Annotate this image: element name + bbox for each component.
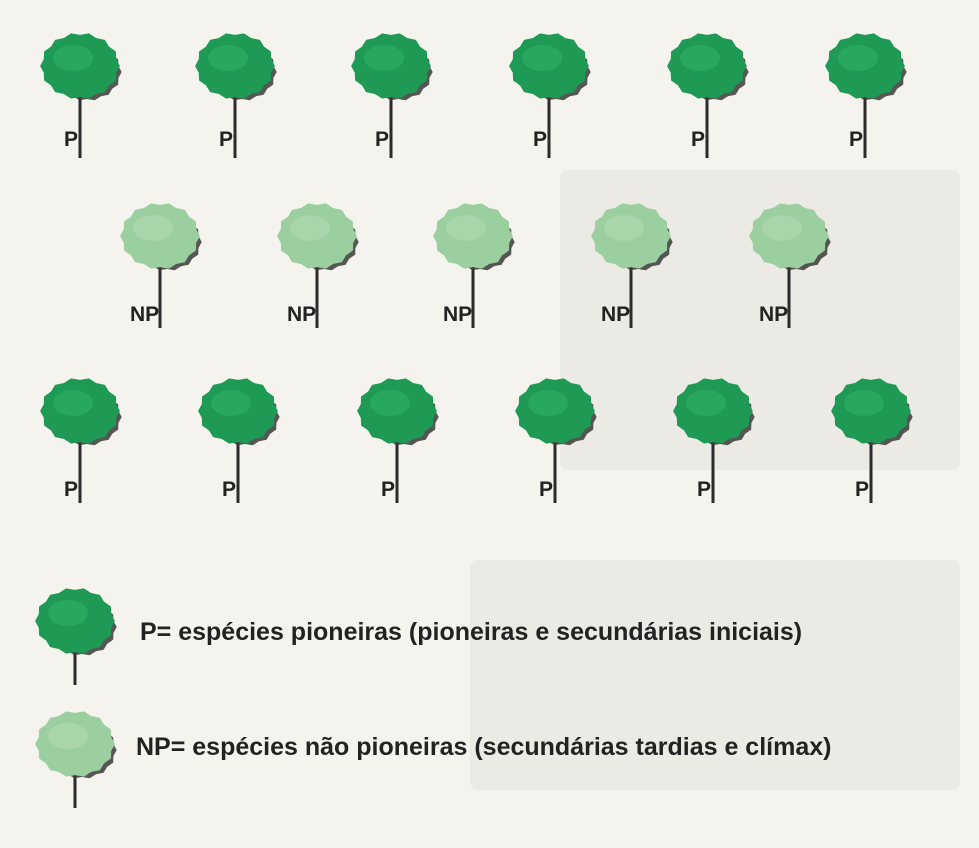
legend-pioneer-text: P= espécies pioneiras (pioneiras e secun…	[140, 618, 803, 646]
tree-non-pioneer: NP	[115, 200, 225, 340]
tree-non-pioneer: NP	[586, 200, 696, 340]
tree-label-pioneer: P	[64, 478, 79, 501]
tree-crown-highlight	[528, 390, 568, 416]
tree-crown-highlight	[604, 215, 644, 241]
tree-crown-highlight	[53, 390, 93, 416]
tree-label-non-pioneer: NP	[601, 303, 631, 326]
tree-crown-highlight	[370, 390, 410, 416]
tree-icon	[673, 378, 755, 503]
tree-crown-highlight	[762, 215, 802, 241]
tree-crown-highlight	[680, 45, 720, 71]
tree-pioneer: P	[346, 30, 456, 170]
tree-icon	[515, 378, 597, 503]
tree-label-non-pioneer: NP	[287, 303, 317, 326]
tree-icon	[591, 203, 673, 328]
tree-crown-highlight	[48, 723, 88, 749]
tree-icon	[433, 203, 515, 328]
tree-crown-highlight	[686, 390, 726, 416]
tree-icon	[35, 588, 117, 685]
tree-icon	[825, 33, 907, 158]
tree-crown-highlight	[522, 45, 562, 71]
tree-pioneer: P	[35, 30, 145, 170]
tree-label-pioneer: P	[381, 478, 396, 501]
tree-icon	[749, 203, 831, 328]
tree-icon	[277, 203, 359, 328]
tree-icon	[357, 378, 439, 503]
tree-label-pioneer: P	[375, 128, 390, 151]
tree-icon	[40, 378, 122, 503]
tree-non-pioneer: NP	[744, 200, 854, 340]
tree-icon	[351, 33, 433, 158]
tree-label-pioneer: P	[539, 478, 554, 501]
tree-pioneer: P	[668, 375, 778, 515]
tree-label-pioneer: P	[697, 478, 712, 501]
tree-crown-highlight	[290, 215, 330, 241]
tree-pioneer: P	[352, 375, 462, 515]
tree-icon	[831, 378, 913, 503]
tree-pioneer: P	[510, 375, 620, 515]
tree-pioneer: P	[662, 30, 772, 170]
tree-icon	[509, 33, 591, 158]
tree-icon	[40, 33, 122, 158]
tree-pioneer: P	[193, 375, 303, 515]
tree-pioneer: P	[190, 30, 300, 170]
tree-crown-highlight	[844, 390, 884, 416]
tree-crown-highlight	[211, 390, 251, 416]
tree-label-non-pioneer: NP	[759, 303, 789, 326]
tree-crown-highlight	[446, 215, 486, 241]
tree-pioneer: P	[820, 30, 930, 170]
tree-crown-highlight	[53, 45, 93, 71]
tree-label-pioneer: P	[691, 128, 706, 151]
tree-label-non-pioneer: NP	[130, 303, 160, 326]
tree-pioneer: P	[504, 30, 614, 170]
tree-crown-highlight	[48, 600, 88, 626]
tree-label-non-pioneer: NP	[443, 303, 473, 326]
tree-crown-highlight	[364, 45, 404, 71]
tree-icon	[35, 711, 117, 808]
tree-crown-highlight	[133, 215, 173, 241]
tree-non-pioneer: NP	[428, 200, 538, 340]
legend-non-pioneer-tree-icon	[30, 708, 140, 848]
tree-crown-highlight	[838, 45, 878, 71]
legend-non-pioneer-text: NP= espécies não pioneiras (secundárias …	[136, 733, 832, 761]
tree-label-pioneer: P	[219, 128, 234, 151]
tree-non-pioneer: NP	[272, 200, 382, 340]
tree-crown-highlight	[208, 45, 248, 71]
tree-pioneer: P	[826, 375, 936, 515]
tree-label-pioneer: P	[64, 128, 79, 151]
tree-icon	[195, 33, 277, 158]
tree-icon	[667, 33, 749, 158]
tree-label-pioneer: P	[533, 128, 548, 151]
tree-label-pioneer: P	[222, 478, 237, 501]
tree-icon	[198, 378, 280, 503]
tree-icon	[120, 203, 202, 328]
tree-pioneer: P	[35, 375, 145, 515]
legend-pioneer-tree-icon	[30, 585, 140, 725]
tree-label-pioneer: P	[855, 478, 870, 501]
tree-label-pioneer: P	[849, 128, 864, 151]
